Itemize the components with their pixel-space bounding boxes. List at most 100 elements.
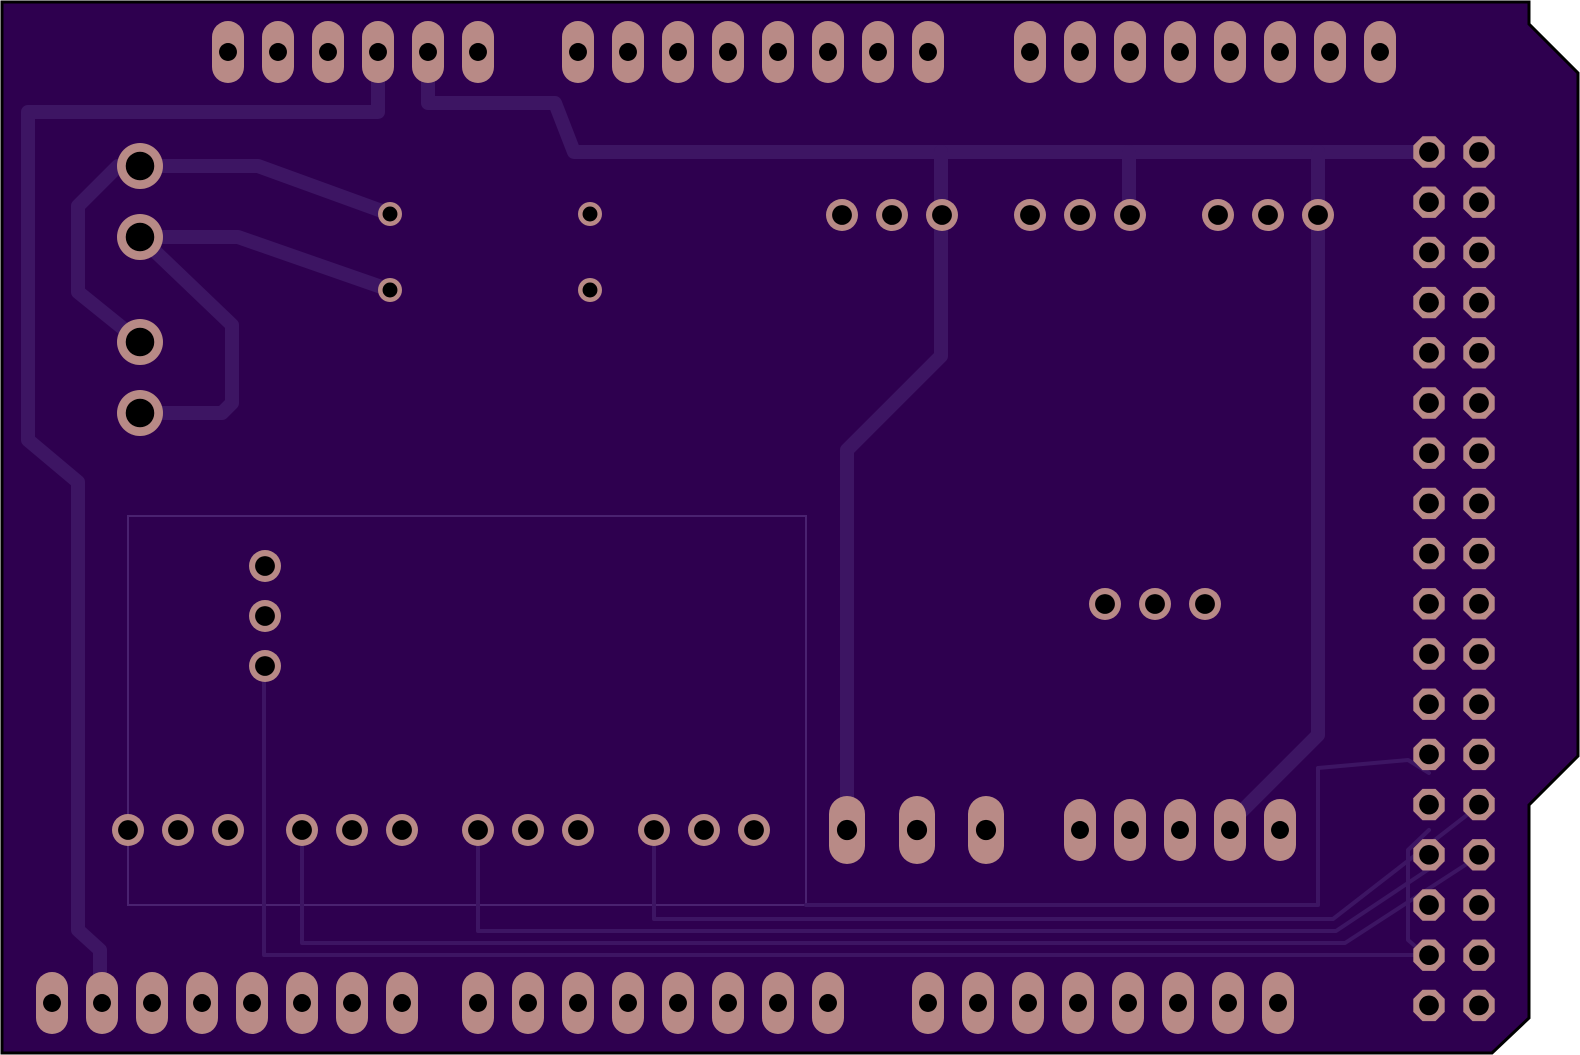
bottom-3pin-pad [562,814,594,846]
header-top-middle-pad [612,21,644,83]
header-bottom-1-pad [286,972,318,1034]
header-5pin-pad [1164,799,1196,861]
trace [652,806,1478,921]
header-side-double-pad [1413,939,1445,971]
terminal-left-pad [117,390,163,436]
header-top-right-pad [1264,21,1296,83]
header-top-right-pad [1064,21,1096,83]
header-bottom-2-pad [462,972,494,1034]
header-top-left-pad [212,21,244,83]
small-via [578,202,602,226]
vertical-3pin-pad [249,600,281,632]
header-side-double-pad [1463,588,1495,620]
vertical-3pin-pad [249,650,281,682]
header-top-left-pad [312,21,344,83]
trace [840,145,948,837]
trace [421,43,1436,159]
trace [133,159,397,221]
header-top-right-pad [1314,21,1346,83]
header-bottom-1-pad [186,972,218,1034]
header-bottom-2-pad [812,972,844,1034]
connector-pin [1064,199,1096,231]
header-side-double-pad [1413,788,1445,821]
header-side-double-pad [1463,989,1495,1022]
module-outline [127,515,807,906]
header-side-double-pad [1463,136,1495,168]
header-side-double-pad [1463,186,1495,218]
header-top-middle-pad [812,21,844,83]
header-side-double-pad [1463,688,1495,720]
header-bottom-3-pad [1262,972,1294,1034]
header-side-double-pad [1463,236,1495,269]
header-side-double-pad [1413,638,1445,670]
header-top-right-pad [1214,21,1246,83]
connector-pin [1114,199,1146,231]
header-5pin-pad [1214,799,1246,861]
header-top-middle-pad [712,21,744,83]
header-bottom-3-pad [1062,972,1094,1034]
bottom-3pin-pad [286,814,318,846]
header-side-double-pad [1413,487,1445,520]
header-top-right-pad [1364,21,1396,83]
mid-right-3pin-pad [1189,588,1221,620]
connector-pin [1202,199,1234,231]
header-bottom-3-pad [1162,972,1194,1034]
terminal-left-pad [117,319,163,365]
header-bottom-2-pad [662,972,694,1034]
header-bottom-2-pad [762,972,794,1034]
vertical-3pin-pad [249,550,281,582]
header-bottom-1-pad [336,972,368,1034]
header-top-left-pad [362,21,394,83]
header-top-middle-pad [562,21,594,83]
terminal-left-pad [117,214,163,260]
connector-pin [1252,199,1284,231]
header-side-double-pad [1413,738,1445,771]
header-side-double-pad [1413,839,1445,871]
header-side-double-pad [1463,286,1495,319]
header-side-double-pad [1463,437,1495,469]
pads-layer [36,21,1495,1034]
header-5pin-pad [1064,799,1096,861]
header-top-middle-pad [862,21,894,83]
bottom-3pin-pad [512,814,544,846]
header-bottom-3-pad [1012,972,1044,1034]
header-top-middle-pad [912,21,944,83]
header-bottom-1-pad [36,972,68,1034]
header-top-right-pad [1114,21,1146,83]
connector-pin [926,199,958,231]
header-bottom-1-pad [136,972,168,1034]
mid-right-3pin-pad [1089,588,1121,620]
header-bottom-3-pad [1112,972,1144,1034]
header-bottom-1-pad [86,972,118,1034]
header-5pin-pad [1114,799,1146,861]
power-jack-pad [968,796,1004,864]
header-bottom-1-pad [386,972,418,1034]
header-bottom-2-pad [712,972,744,1034]
header-bottom-2-pad [562,972,594,1034]
header-bottom-2-pad [512,972,544,1034]
trace [133,230,239,420]
bottom-3pin-pad [162,814,194,846]
power-jack-pad [829,796,865,864]
bottom-3pin-pad [386,814,418,846]
header-top-left-pad [412,21,444,83]
header-side-double-pad [1463,889,1495,921]
bottom-3pin-pad [336,814,368,846]
header-5pin-pad [1264,799,1296,861]
header-bottom-3-pad [912,972,944,1034]
header-side-double-pad [1413,437,1445,469]
header-top-right-pad [1014,21,1046,83]
connector-pin [1302,199,1334,231]
power-jack-pad [899,796,935,864]
trace [300,828,1478,945]
header-side-double-pad [1463,387,1495,419]
connector-pin [826,199,858,231]
bottom-3pin-pad [112,814,144,846]
trace [804,758,1431,907]
trace [1223,145,1325,830]
small-via [578,278,602,302]
header-side-double-pad [1413,387,1445,419]
header-side-double-pad [1463,738,1495,771]
header-side-double-pad [1413,286,1445,319]
